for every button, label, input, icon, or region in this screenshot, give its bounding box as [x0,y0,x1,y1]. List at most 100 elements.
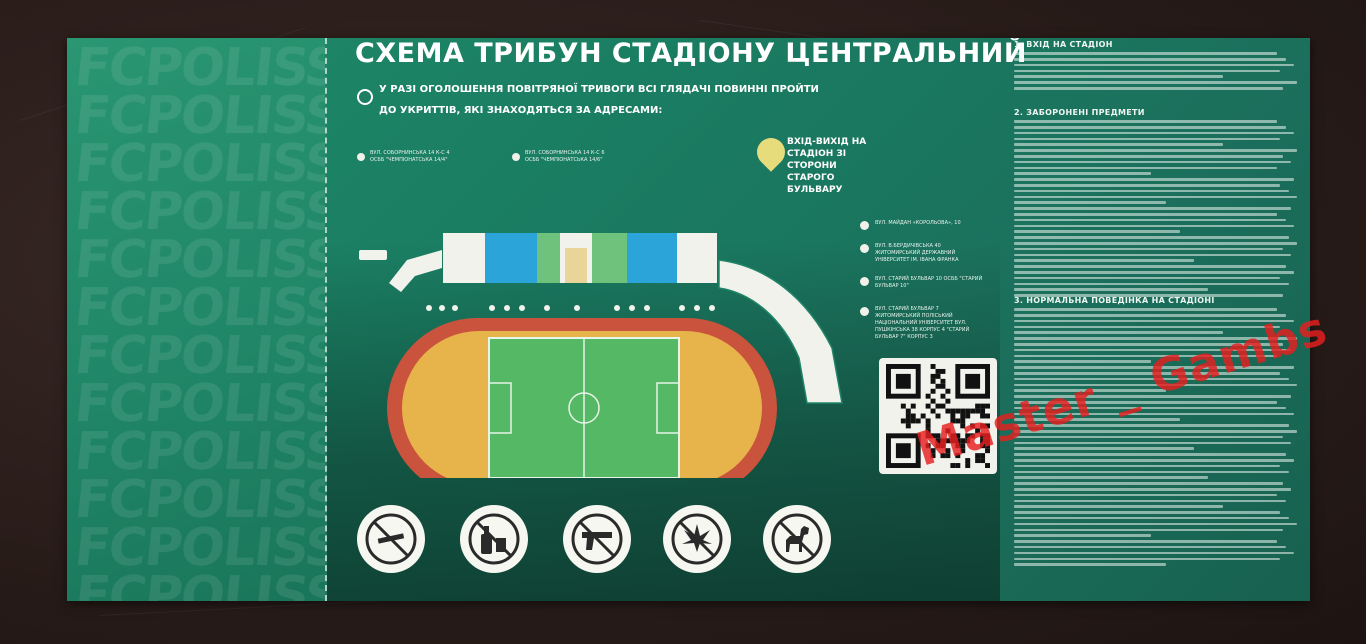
rule-text-line [1014,412,1295,416]
rules-section-behaviour: 3. НОРМАЛЬНА ПОВЕДІНКА НА СТАДІОНІ [1014,296,1300,566]
rule-text-line [1014,389,1166,392]
gate-sign [359,250,387,260]
rule-text-line [1014,126,1286,129]
rule-text-line [1014,149,1298,152]
rule-text-line [1014,247,1283,251]
rule-text-line [1014,52,1278,55]
rules-heading-forbidden: 2. ЗАБОРОНЕНІ ПРЕДМЕТИ [1014,108,1145,117]
rule-text-line [1014,75,1223,78]
rule-text-line [1014,488,1292,491]
rule-text-line [1014,505,1223,508]
rule-text-line [1014,189,1289,193]
shelter-left-line-2: ОСББ "ЧЕМПІОНАТСЬКА 14/4" [370,157,448,163]
qr-code-pattern [886,364,990,468]
rule-text-line [1014,166,1278,170]
rule-text-line [1014,253,1292,257]
shelter-pin-4: ВУЛ. СТАРИЙ БУЛЬВАР 7 ЖИТОМИРСЬКИЙ ПОЛІС… [860,306,985,341]
rule-text-line [1014,337,1298,340]
stand-sector-blue [627,233,677,283]
stadium-rules: 1. ВХІД НА СТАДІОН 2. ЗАБОРОНЕНІ ПРЕДМЕТ… [1000,38,1310,601]
rule-text-line [1014,424,1289,427]
rule-text-line [1014,470,1289,474]
rule-text-line [1014,294,1283,297]
rule-text-line [1014,218,1286,222]
stand-sector-green [537,233,560,283]
rule-text-line [1014,58,1286,61]
rule-text-line [1014,308,1278,311]
rule-text-line [1014,395,1292,398]
rule-text-line [1014,401,1278,404]
banned-pistol-icon [563,505,631,573]
qr-code [879,358,997,474]
vip-box [565,248,587,283]
alert-text-line-2: ДО УКРИТТІВ, ЯКІ ЗНАХОДЯТЬСЯ ЗА АДРЕСАМИ… [379,105,663,116]
rule-text-line [1014,143,1223,146]
rule-text-line [1014,172,1152,175]
shelter-right-line-1: ВУЛ. СОБОРНИНСЬКА 14 К-С 6 [525,150,605,156]
shelter-pin-2: ВУЛ. В.БЕРДИЧІВСЬКА 40 ЖИТОМИРСЬКИЙ ДЕРЖ… [860,243,985,264]
rule-text-line [1014,271,1295,274]
stadium-scheme: СХЕМА ТРИБУН СТАДІОНУ ЦЕНТРАЛЬНИЙ У РАЗІ… [327,38,1027,601]
rule-text-line [1014,207,1292,210]
rule-text-line [1014,155,1283,158]
shelter-pin-1-text: ВУЛ. МАЙДАН «КОРОЛЬОВА», 10 [875,220,961,226]
rule-text-line [1014,453,1286,456]
rules-section-entry: 1. ВХІД НА СТАДІОН [1014,40,1300,90]
rule-text-line [1014,534,1152,537]
location-dot-icon [860,221,869,230]
rule-text-line [1014,493,1278,497]
rule-text-line [1014,137,1280,141]
location-dot-icon [860,244,869,253]
banned-bottle-icon [460,505,528,573]
rule-text-line [1014,551,1295,555]
rule-text-line [1014,511,1280,514]
rules-heading-entry: 1. ВХІД НА СТАДІОН [1014,40,1113,49]
rule-text-line [1014,160,1292,164]
rule-text-line [1014,319,1295,323]
alert-text-line-1: У РАЗІ ОГОЛОШЕННЯ ПОВІТРЯНОЇ ТРИВОГИ ВСІ… [379,84,819,95]
stand-sector-green [592,233,627,283]
rule-text-line [1014,522,1298,526]
shelter-pin-2-text: ВУЛ. В.БЕРДИЧІВСЬКА 40 ЖИТОМИРСЬКИЙ ДЕРЖ… [875,243,959,263]
shelter-left-line-1: ВУЛ. СОБОРНИНСЬКА 14 К-С 4 [370,150,450,156]
scheme-title: СХЕМА ТРИБУН СТАДІОНУ ЦЕНТРАЛЬНИЙ [355,38,1027,69]
stadium-map [359,233,843,478]
rule-text-line [1014,563,1166,566]
rule-text-line [1014,557,1280,561]
rule-text-line [1014,236,1289,239]
location-dot-icon [357,153,365,161]
shelter-pin-1: ВУЛ. МАЙДАН «КОРОЛЬОВА», 10 [860,220,985,230]
stub-brand-word: FCPOLISSYA [71,566,325,601]
rule-text-line [1014,372,1280,375]
west-curved-stand [389,250,442,292]
banned-dog-icon [763,505,831,573]
rule-text-line [1014,360,1152,363]
rule-text-line [1014,343,1283,346]
rule-text-line [1014,230,1180,233]
sector-markers [426,305,715,311]
rule-text-line [1014,259,1195,262]
rule-text-line [1014,265,1286,268]
shelter-pin-3-text: ВУЛ. СТАРИЙ БУЛЬВАР 10 ОСББ "СТАРИЙ БУЛЬ… [875,276,983,289]
rule-text-line [1014,325,1280,329]
rule-text-line [1014,516,1289,520]
rule-text-line [1014,282,1289,286]
stand-sector-white [443,233,485,283]
ticket-stub: FCPOLISSYA FCPOLISSYA FCPOLISSYA FCPOLIS… [67,38,325,601]
rule-text-line [1014,406,1286,410]
shelter-right-line-2: ОСББ "ЧЕМПІОНАТСЬКА 14/6" [525,157,603,163]
rule-text-line [1014,418,1180,421]
rule-text-line [1014,195,1298,199]
rule-text-line [1014,540,1278,543]
rule-text-line [1014,476,1209,479]
alert-icon [357,89,373,105]
rule-text-line [1014,459,1295,462]
rule-text-line [1014,499,1286,503]
rule-text-line [1014,81,1298,84]
stand-sector-blue [485,233,537,283]
rule-text-line [1014,528,1283,532]
rule-text-line [1014,242,1298,245]
rule-text-line [1014,482,1283,485]
